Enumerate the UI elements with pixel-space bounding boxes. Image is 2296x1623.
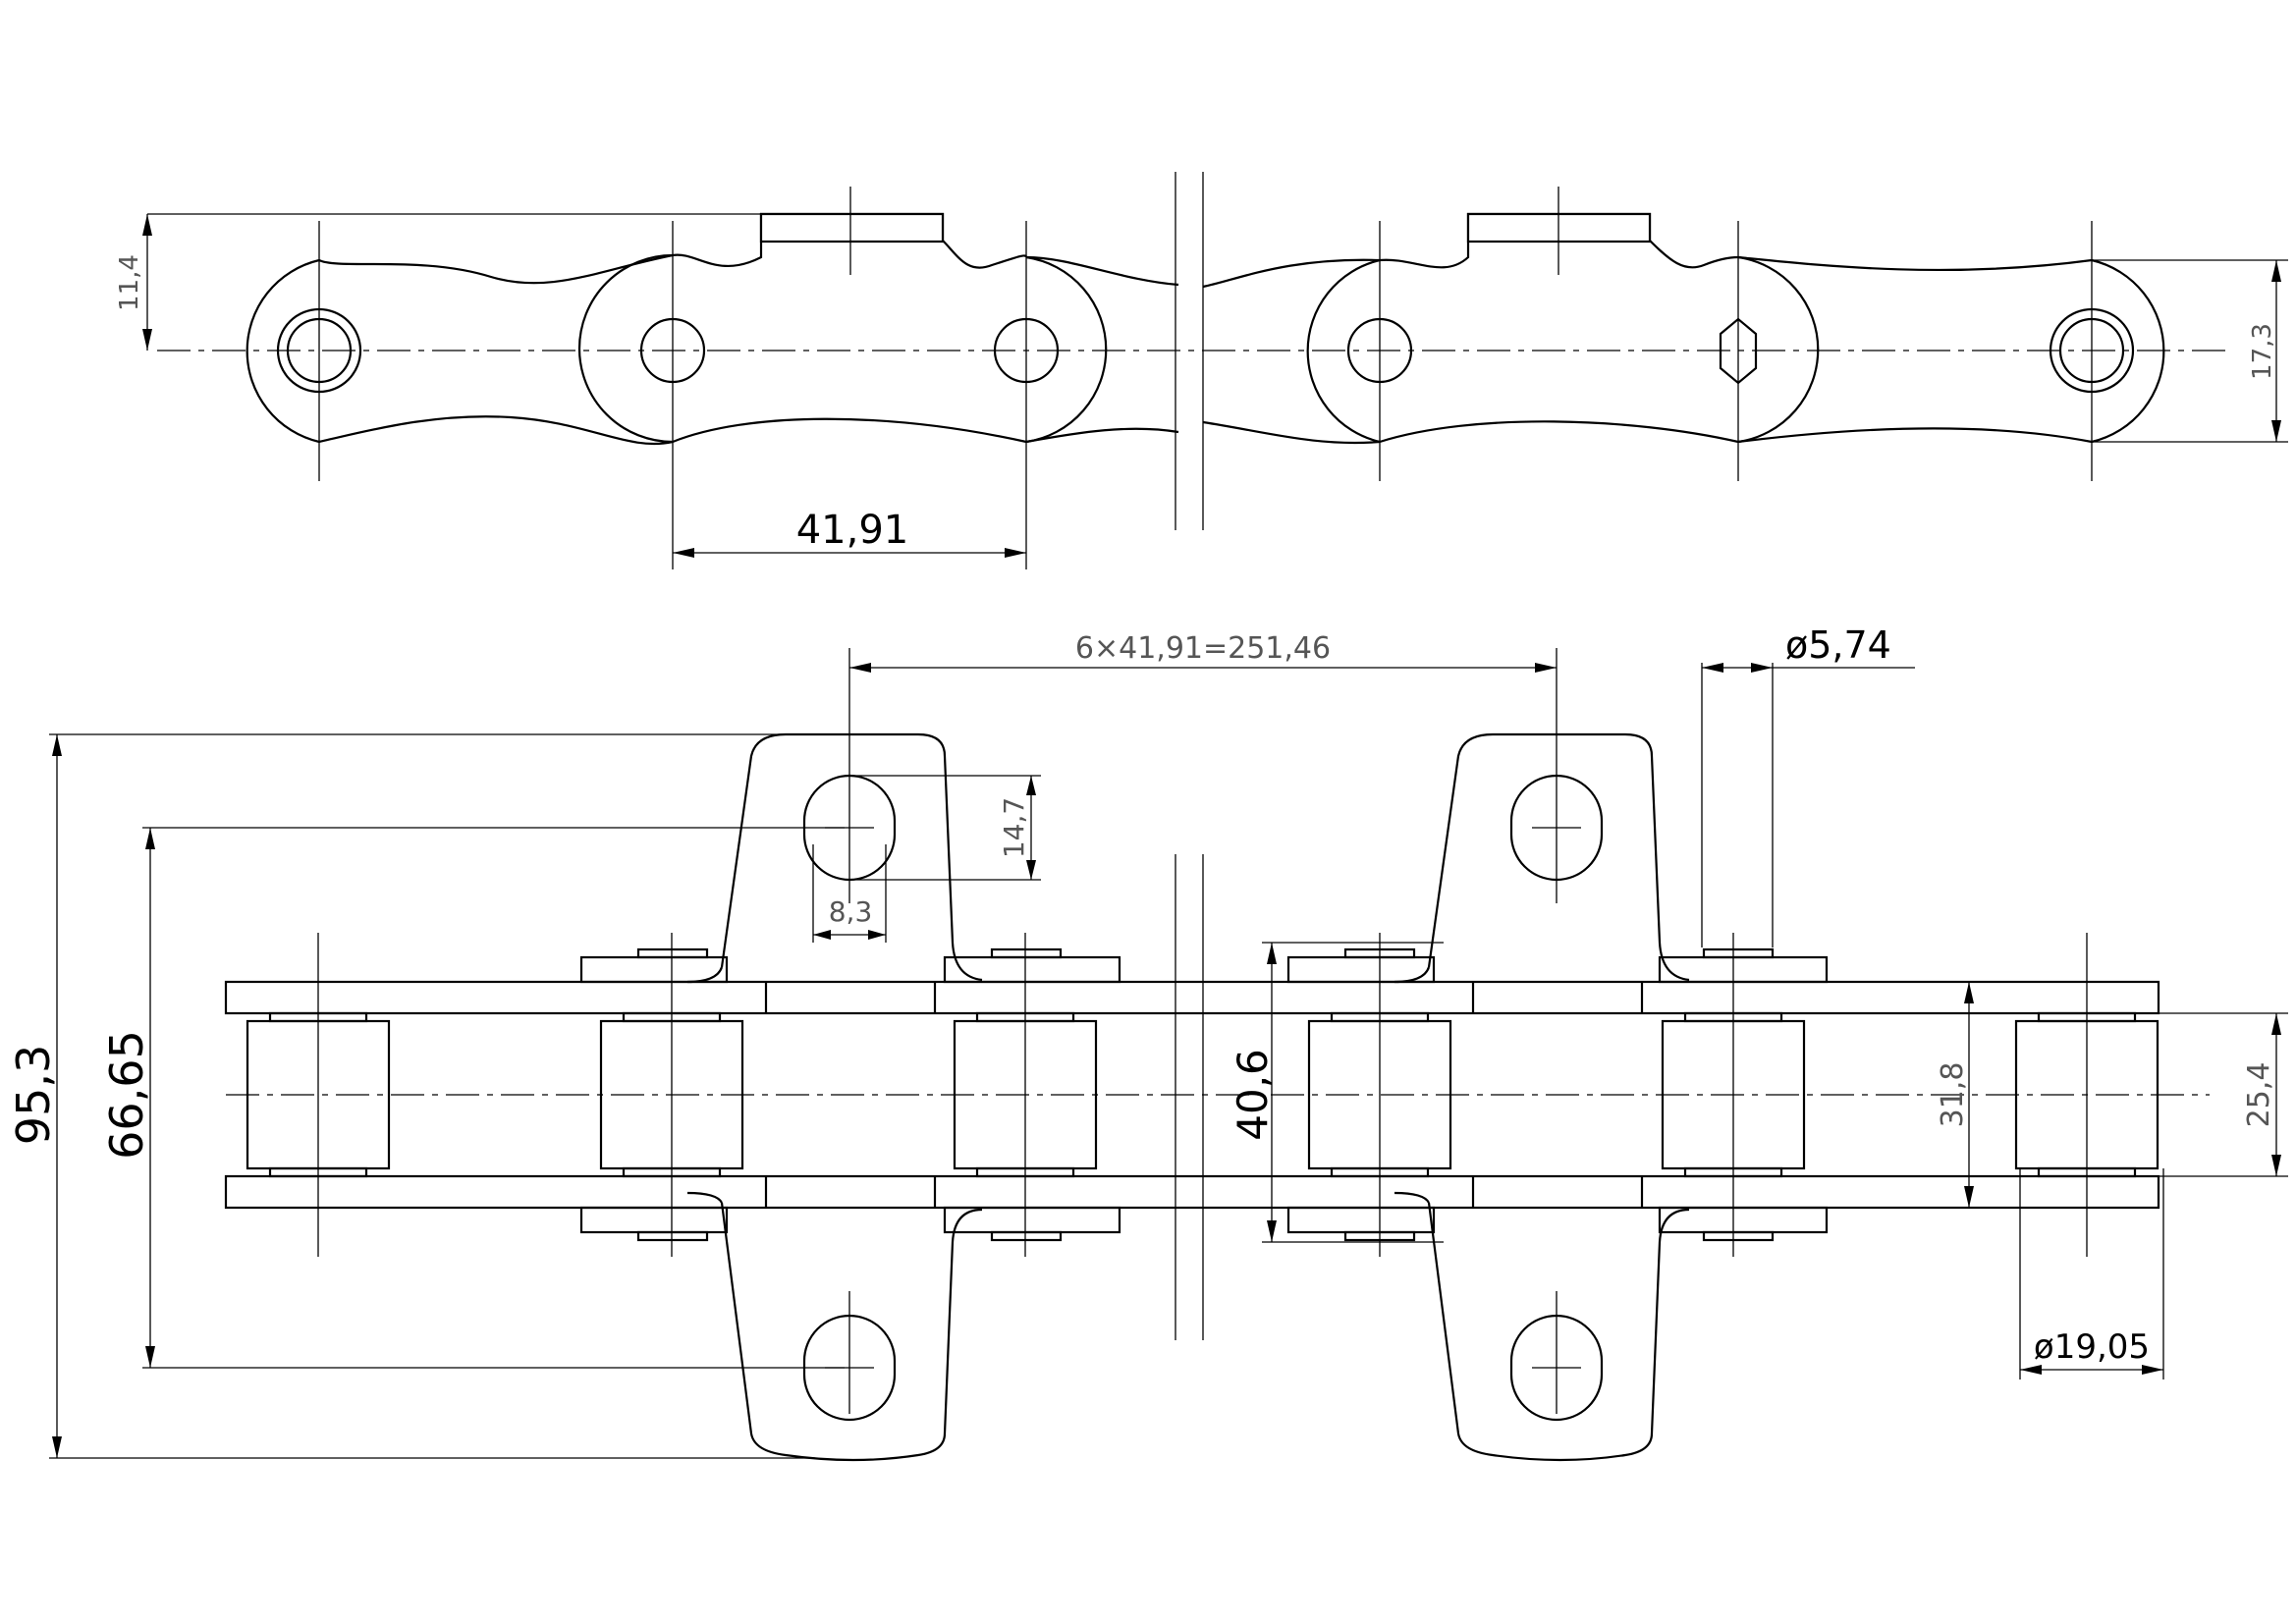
dim-link-height-top: 11,4: [115, 213, 761, 351]
svg-text:41,91: 41,91: [796, 508, 909, 553]
dim-roller-diameter: ø19,05: [2019, 1168, 2164, 1380]
outer-plate-top: [224, 980, 2160, 1015]
dim-total-height-side: 17,3: [2092, 259, 2288, 443]
dim-slot-width: 8,3: [812, 844, 887, 943]
side-attachment-plate-left: [759, 212, 945, 243]
outer-plate-bottom: [224, 1174, 2160, 1210]
dim-pitch: 41,91: [673, 508, 1026, 558]
plan-view-centerlines: [226, 648, 2210, 1414]
attachment-wings: [686, 732, 1690, 1462]
svg-text:ø19,05: ø19,05: [2034, 1327, 2150, 1367]
plan-view: 6×41,91=251,46 ø5,74 95,3 66,65: [7, 623, 2288, 1462]
dim-overall-width: 95,3: [7, 733, 815, 1459]
dim-attachment-hole-spacing: 66,65: [100, 827, 845, 1369]
svg-text:66,65: 66,65: [100, 1030, 153, 1160]
link-plates: [224, 980, 2160, 1210]
dim-slot-length: 14,7: [849, 775, 1041, 881]
svg-text:31,8: 31,8: [1936, 1062, 1970, 1128]
dim-pin-diameter: ø5,74: [1701, 623, 1915, 947]
dim-pitch-span: 6×41,91=251,46: [849, 631, 1557, 673]
svg-text:6×41,91=251,46: 6×41,91=251,46: [1075, 631, 1331, 666]
side-view-centerlines: [157, 187, 2229, 569]
svg-text:ø5,74: ø5,74: [1785, 623, 1891, 667]
dim-inner-width: 25,4: [2159, 1012, 2288, 1177]
side-view: 11,4 17,3 41,91: [115, 172, 2288, 569]
side-view-links-left: [246, 212, 1179, 446]
plan-view-break: [1175, 854, 1204, 1340]
svg-text:11,4: 11,4: [115, 254, 144, 311]
dim-outer-width: 40,6: [1229, 942, 1444, 1243]
svg-text:14,7: 14,7: [998, 797, 1030, 858]
side-view-links-right: [1202, 212, 2165, 445]
svg-text:8,3: 8,3: [829, 895, 873, 928]
svg-text:17,3: 17,3: [2248, 323, 2277, 380]
svg-text:95,3: 95,3: [7, 1045, 60, 1145]
dim-inner-width-outer: 31,8: [1936, 982, 1974, 1208]
svg-text:25,4: 25,4: [2242, 1062, 2276, 1128]
side-view-break: [1175, 172, 1204, 530]
svg-text:40,6: 40,6: [1229, 1049, 1277, 1141]
